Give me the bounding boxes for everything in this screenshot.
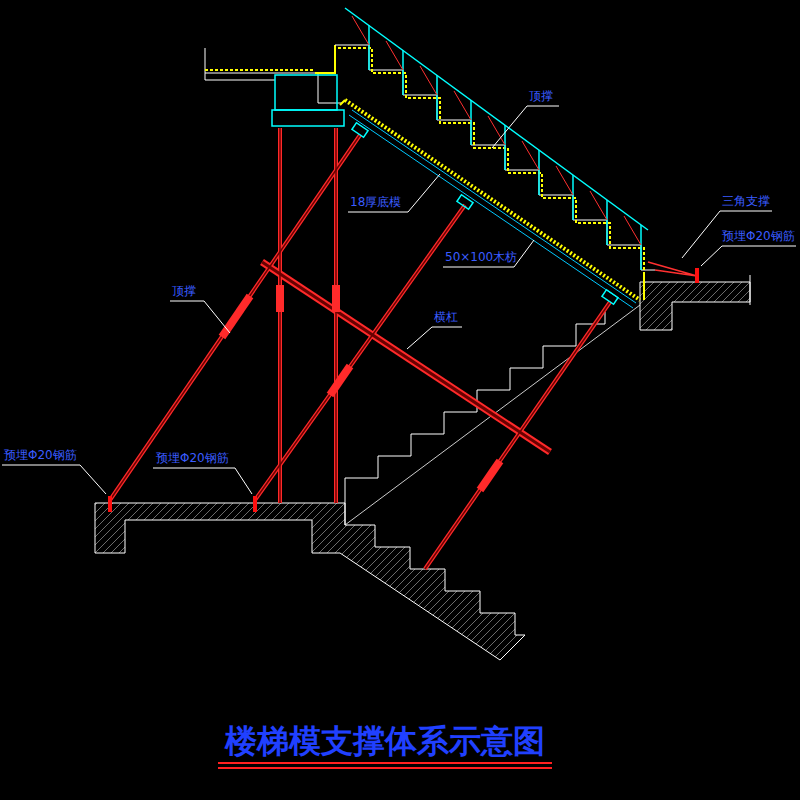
leader-lines [2, 106, 796, 494]
formwork [205, 69, 315, 71]
break-line [205, 48, 206, 80]
prop-head [272, 110, 344, 126]
bottom-formwork [345, 100, 640, 300]
break-line [750, 275, 751, 305]
stair-flight [335, 8, 697, 308]
concrete-slab [640, 282, 750, 330]
triangle-support [648, 262, 697, 276]
callout-label: 三角支撑 [722, 194, 770, 209]
concrete-slab [95, 503, 525, 660]
callout-label: 横杠 [434, 310, 458, 325]
timber-joist [349, 110, 636, 308]
step-outline [335, 45, 655, 270]
callout-label: 预埋Φ20钢筋 [722, 229, 795, 244]
prop-head [352, 123, 618, 304]
callout-label: 预埋Φ20钢筋 [156, 451, 229, 466]
stake-braces [352, 16, 641, 245]
slab-outline [205, 73, 342, 103]
callout-label: 顶撑 [529, 89, 553, 104]
diagram-title: 楼梯模支撑体系示意图 [200, 722, 570, 760]
slab-outline [205, 80, 275, 81]
riser-formwork [338, 48, 644, 273]
embedded-rebar [110, 268, 697, 512]
formwork [643, 273, 645, 300]
upper-slab [205, 45, 345, 126]
formwork [315, 45, 345, 105]
callout-label: 顶撑 [172, 284, 196, 299]
callout-label: 18厚底模 [350, 195, 401, 210]
riser-stakes [345, 8, 648, 270]
concrete-upper [640, 275, 750, 330]
callout-label: 预埋Φ20钢筋 [4, 448, 77, 463]
title-underline [218, 763, 552, 768]
props [110, 123, 618, 569]
prop-sleeve [222, 285, 500, 490]
beam-formwork [275, 75, 337, 110]
callout-label: 50×100木枋 [445, 250, 517, 265]
concrete-lower [95, 503, 525, 660]
